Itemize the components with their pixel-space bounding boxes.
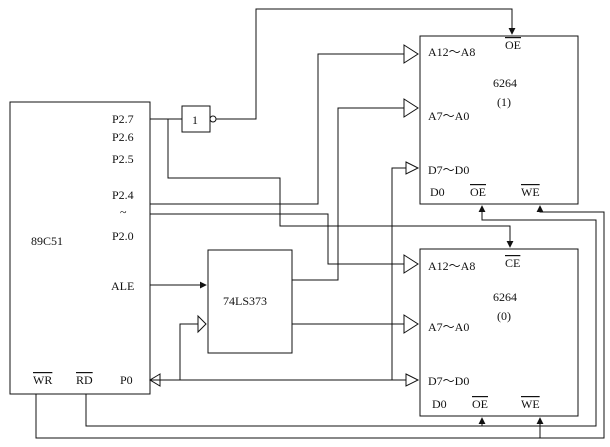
ram0-addr-high-label: A12～A8 (428, 259, 475, 273)
p2-bus-ram0-upper (150, 213, 404, 265)
ram1-d0-label: D0 (430, 185, 445, 199)
ram-6264-0-chip (419, 248, 579, 417)
bus-arrow-ram1-a12 (403, 44, 419, 64)
bus-arrow-ram0-a12 (403, 254, 419, 274)
latch-74ls373-chip (207, 249, 293, 354)
ram0-we-label: WE (521, 397, 540, 411)
inverter-to-ram1-oe-wire (216, 8, 516, 120)
p0-to-ram1-data-bus (391, 167, 406, 380)
wr-line-ram0 (35, 394, 544, 439)
latch-to-ram1-a7-bus (292, 107, 404, 281)
bus-arrow-p0 (149, 373, 161, 387)
ram0-d0-label: D0 (432, 397, 447, 411)
ram0-data-label: D7～D0 (428, 374, 469, 388)
inverter-label: 1 (192, 113, 198, 127)
p26-to-ram0-ce-wire (167, 119, 514, 248)
inverter-bubble (209, 115, 217, 123)
ram1-data-label: D7～D0 (428, 163, 469, 177)
mcu-pin-p0: P0 (120, 373, 133, 387)
mcu-pin-ale: ALE (111, 279, 134, 293)
ram0-name: 6264 (493, 290, 517, 304)
ram1-addr-low-label: A7～A0 (428, 109, 469, 123)
bus-arrow-latch-in (197, 314, 207, 334)
mcu-pin-rd: RD (76, 373, 93, 387)
bus-arrow-ram1-a7 (403, 98, 419, 118)
bus-arrow-ram0-a7 (403, 314, 419, 334)
mcu-pin-range: ~ (120, 205, 127, 219)
ram0-index: (0) (497, 309, 511, 323)
mcu-name: 89C51 (31, 234, 63, 248)
ram0-chip-select-label: CE (505, 256, 520, 270)
ram1-index: (1) (497, 95, 511, 109)
mcu-89c51-chip (9, 101, 151, 395)
mcu-pin-p24: P2.4 (112, 188, 134, 202)
rd-line-ram0 (85, 394, 486, 427)
ram1-name: 6264 (493, 76, 517, 90)
mcu-pin-p26: P2.6 (112, 130, 134, 144)
ram1-chip-select-label: OE (505, 38, 521, 52)
mcu-pin-p27: P2.7 (112, 112, 134, 126)
ram1-addr-high-label: A12～A8 (428, 45, 475, 59)
latch-name: 74LS373 (223, 294, 267, 308)
bus-arrow-ram1-d7 (405, 161, 420, 175)
ram0-oe-label: OE (472, 397, 488, 411)
ram1-oe-label: OE (470, 185, 486, 199)
mcu-pin-p25: P2.5 (112, 152, 134, 166)
rd-line-ram1 (478, 205, 597, 427)
p0-to-latch-bus (179, 323, 198, 380)
p2-bus-ram1-upper (150, 53, 404, 205)
ram1-we-label: WE (521, 185, 540, 199)
ram-6264-1-chip (419, 35, 579, 205)
bus-arrow-ram0-d7 (405, 373, 420, 387)
mcu-pin-p20: P2.0 (112, 229, 134, 243)
wr-line-ram1 (536, 205, 605, 439)
mcu-pin-wr: WR (33, 373, 52, 387)
ram0-addr-low-label: A7～A0 (428, 320, 469, 334)
